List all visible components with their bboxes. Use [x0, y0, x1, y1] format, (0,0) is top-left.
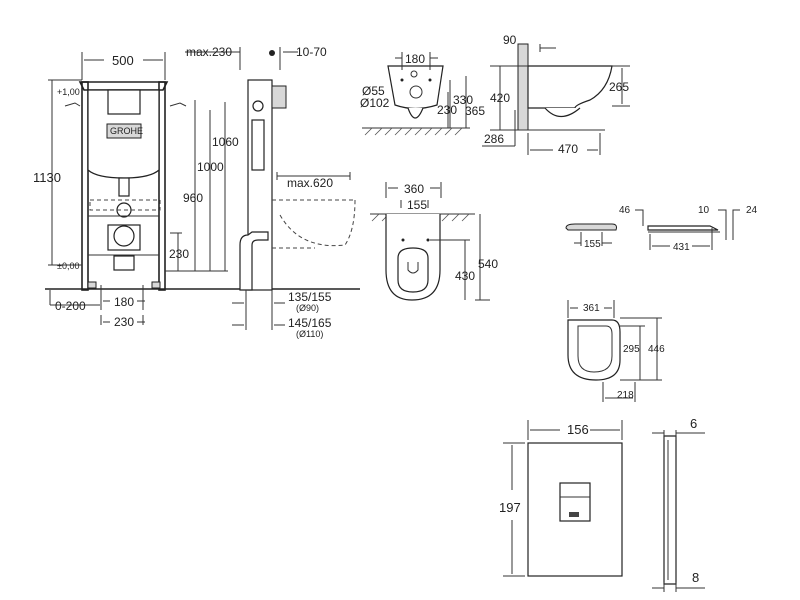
svg-text:Ø102: Ø102: [360, 96, 390, 110]
grohe-logo: [106, 123, 142, 139]
bowl-top-view: 360 155 430 540: [370, 182, 498, 301]
flush-plate: 156 197 6 8: [499, 416, 705, 592]
svg-text:230: 230: [169, 247, 189, 261]
svg-text:1000: 1000: [197, 160, 224, 174]
svg-text:145/165: 145/165: [288, 316, 332, 330]
svg-text:295: 295: [623, 344, 640, 355]
svg-text:420: 420: [490, 91, 510, 105]
svg-text:365: 365: [465, 104, 485, 118]
svg-text:10: 10: [698, 205, 710, 216]
svg-text:(Ø90): (Ø90): [296, 303, 319, 313]
svg-text:max.230: max.230: [186, 45, 232, 59]
svg-text:90: 90: [503, 33, 517, 47]
svg-text:max.620: max.620: [287, 176, 333, 190]
svg-text:1060: 1060: [212, 135, 239, 149]
svg-text:10-70: 10-70: [296, 45, 327, 59]
svg-text:180: 180: [405, 52, 425, 66]
svg-text:+1,00: +1,00: [57, 87, 80, 97]
svg-text:500: 500: [112, 53, 134, 68]
svg-text:1130: 1130: [33, 170, 61, 185]
svg-text:960: 960: [183, 191, 203, 205]
seat-side-view: 155 46 10 24 431: [565, 205, 758, 253]
svg-text:GROHE: GROHE: [110, 126, 143, 136]
svg-text:155: 155: [407, 198, 427, 212]
svg-text:430: 430: [455, 269, 475, 283]
svg-text:446: 446: [648, 344, 665, 355]
frame-front-view: GROHE 500 1130 +1,00 ±0,00 1060 1000 960…: [33, 52, 360, 329]
svg-text:135/155: 135/155: [288, 290, 332, 304]
bowl-back-view: 180 Ø55 Ø102 330 365 230: [360, 52, 485, 136]
svg-text:24: 24: [746, 205, 758, 216]
svg-text:0-200: 0-200: [55, 299, 86, 313]
svg-text:286: 286: [484, 132, 504, 146]
svg-text:156: 156: [567, 422, 589, 437]
svg-text:540: 540: [478, 257, 498, 271]
svg-text:230: 230: [114, 315, 134, 329]
svg-text:155: 155: [584, 239, 601, 250]
svg-text:Ø55: Ø55: [362, 84, 385, 98]
svg-text:46: 46: [619, 205, 631, 216]
seat-top-view: 361 295 446 218: [567, 300, 665, 402]
svg-text:218: 218: [617, 390, 634, 401]
svg-text:197: 197: [499, 500, 521, 515]
frame-side-view: max.620 max.230 10-70 135/155 (Ø90) 145/…: [185, 45, 356, 339]
svg-text:470: 470: [558, 142, 578, 156]
svg-text:180: 180: [114, 295, 134, 309]
svg-text:265: 265: [609, 80, 629, 94]
svg-text:360: 360: [404, 182, 424, 196]
svg-text:230: 230: [437, 103, 457, 117]
bowl-side-view: 90 420 286 470 265: [482, 33, 630, 156]
svg-text:6: 6: [690, 416, 697, 431]
svg-text:8: 8: [692, 570, 699, 585]
svg-text:361: 361: [583, 303, 600, 314]
svg-text:(Ø110): (Ø110): [296, 329, 323, 339]
svg-text:±0,00: ±0,00: [57, 261, 79, 271]
svg-text:330: 330: [453, 93, 473, 107]
svg-text:431: 431: [673, 242, 690, 253]
